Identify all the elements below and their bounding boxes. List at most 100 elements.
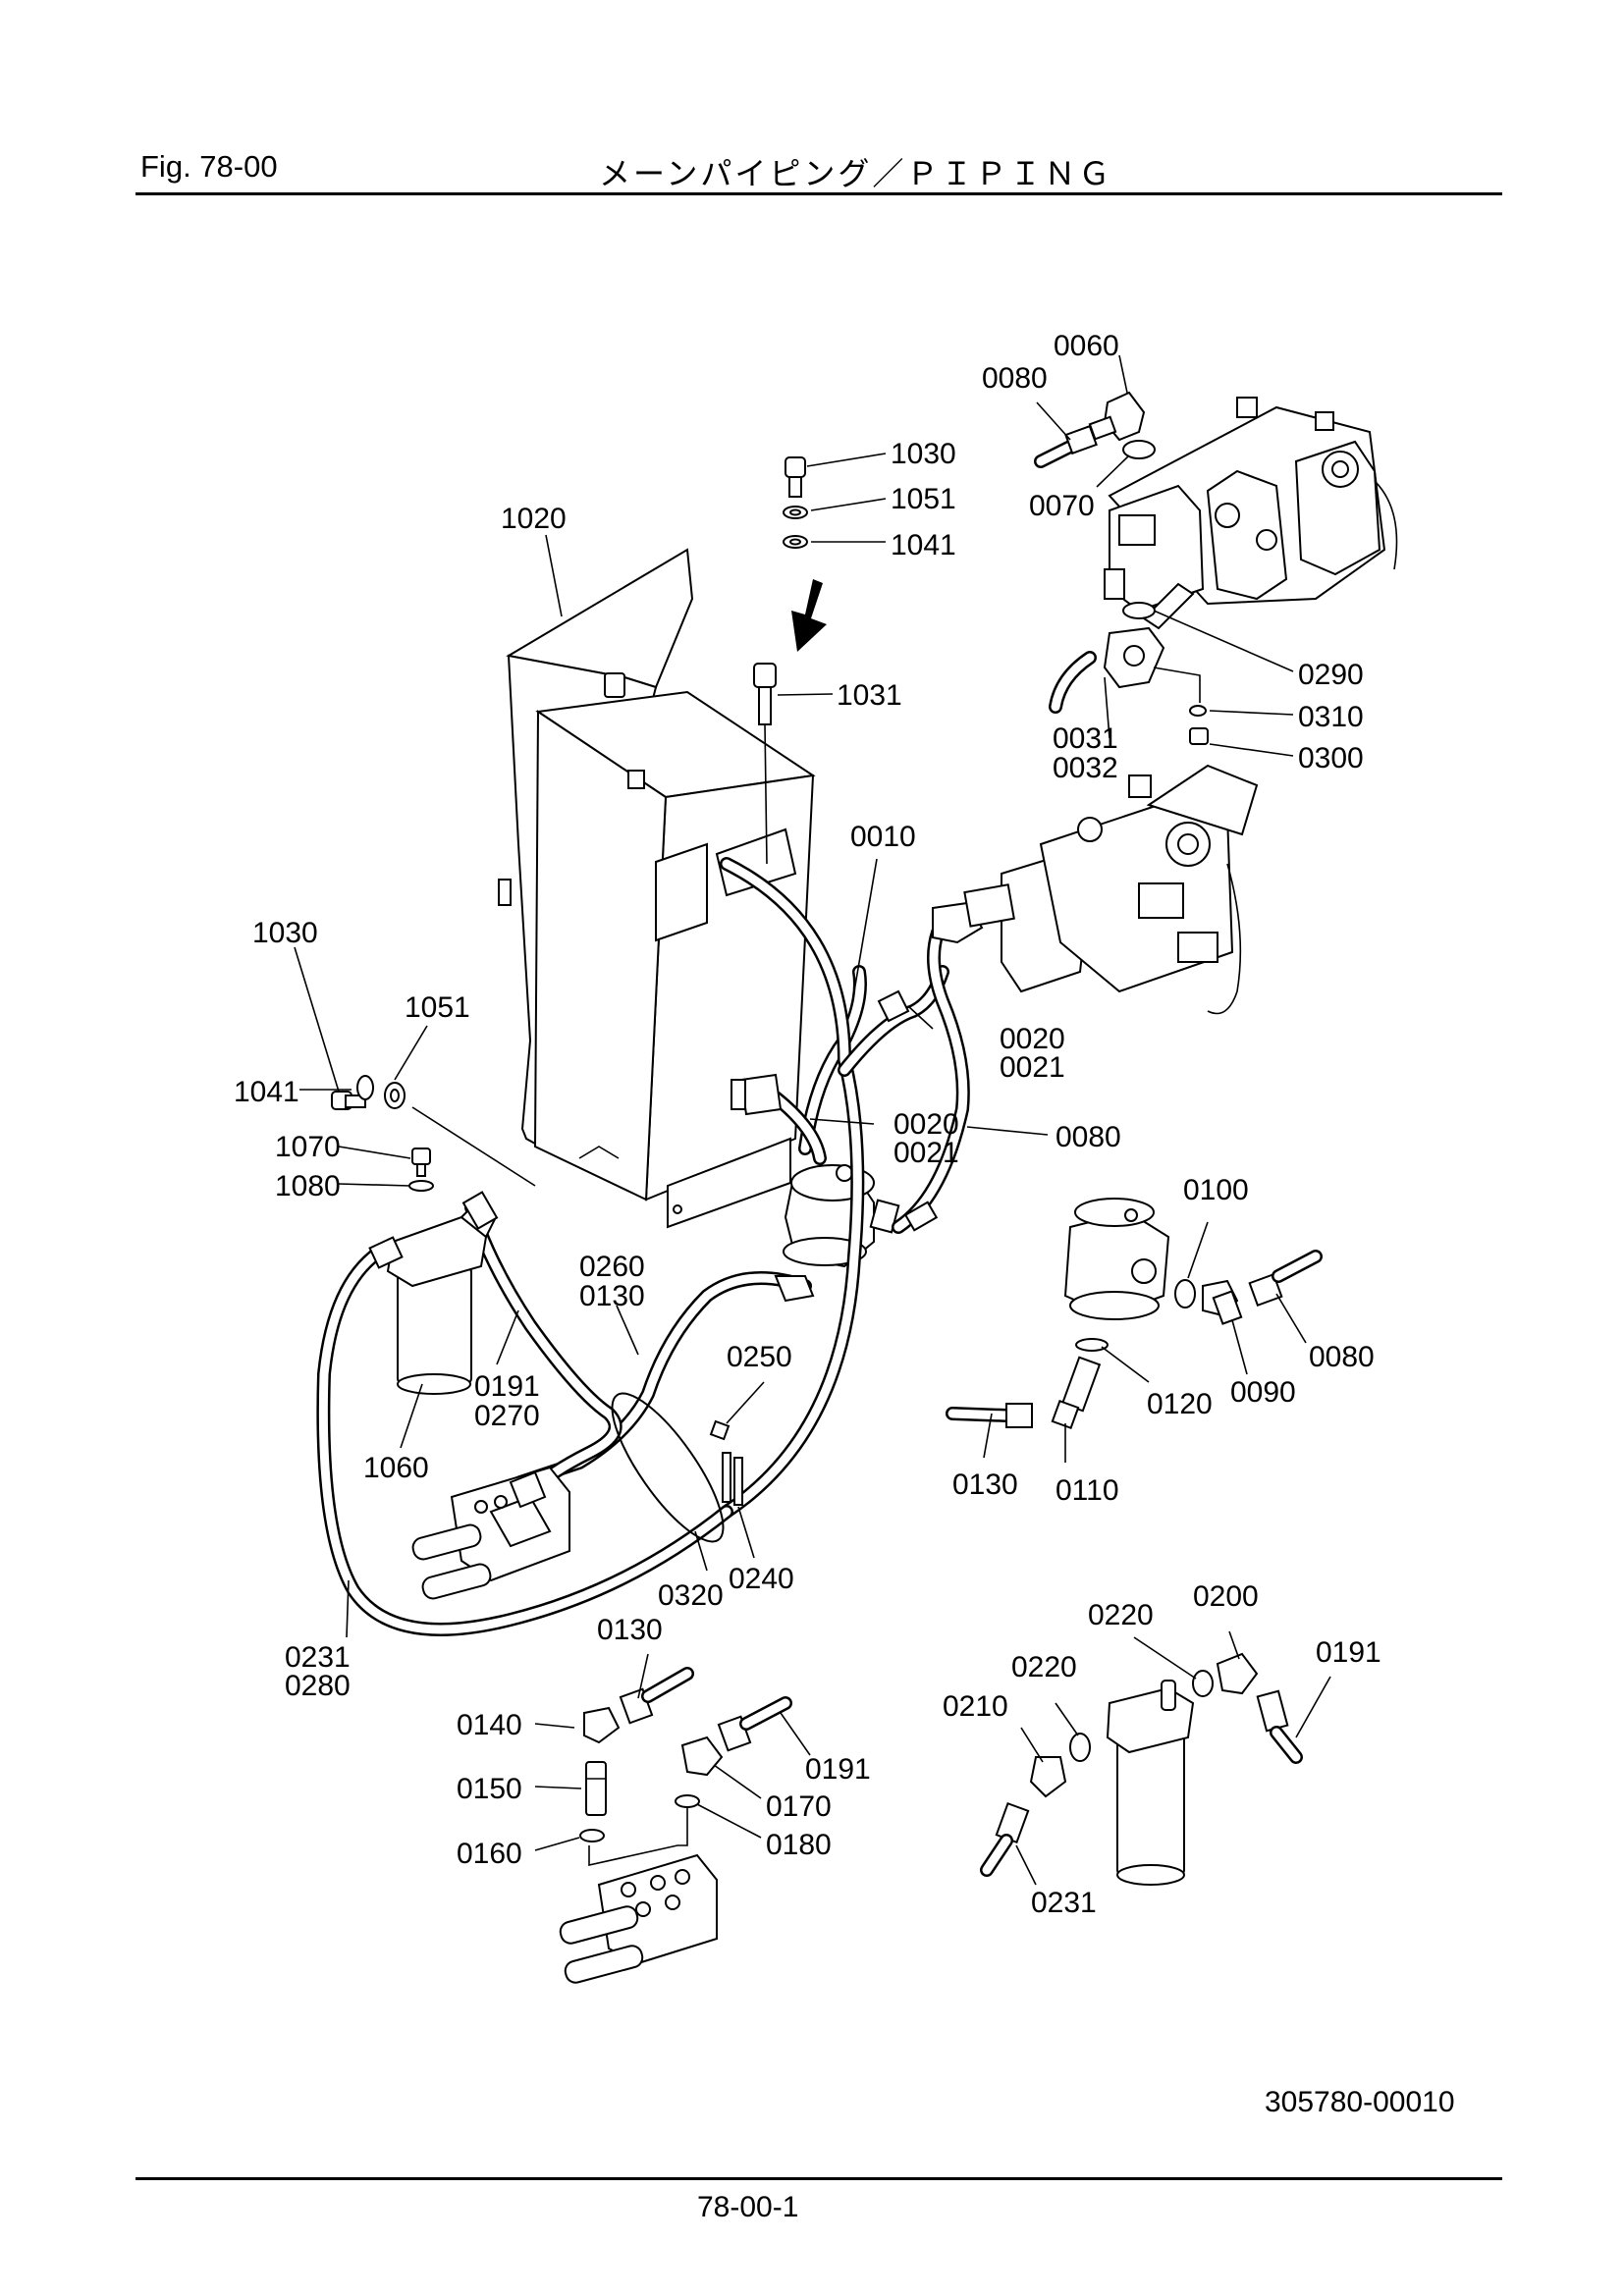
callout-1051: 1051 (891, 483, 956, 515)
callout-1080: 1080 (275, 1170, 341, 1202)
callout-0130: 0130 (597, 1614, 663, 1646)
callout-0180: 0180 (766, 1829, 832, 1861)
callout-1060: 1060 (363, 1452, 429, 1484)
callout-0100: 0100 (1183, 1174, 1249, 1206)
callout-1051: 1051 (405, 991, 470, 1024)
hydraulic-pump-upper (1104, 397, 1398, 630)
leader-lines (294, 354, 1331, 1886)
callout-0130: 0130 (579, 1280, 645, 1312)
hydraulic-tank (498, 672, 816, 1229)
callout-0231: 0231 (1031, 1887, 1097, 1919)
callout-0020: 0020 (893, 1108, 959, 1141)
callout-0310: 0310 (1298, 701, 1364, 733)
callout-0080: 0080 (1309, 1341, 1375, 1373)
arrow-down-icon (791, 579, 827, 652)
elbow-0210 (1029, 1756, 1067, 1798)
o-ring-0160 (579, 1829, 605, 1842)
callout-0220: 0220 (1088, 1599, 1154, 1631)
callout-0110: 0110 (1056, 1474, 1119, 1507)
callout-0031: 0031 (1053, 722, 1118, 755)
callout-0120: 0120 (1147, 1388, 1213, 1420)
callout-0270: 0270 (474, 1400, 540, 1432)
elbow-0170 (680, 1735, 724, 1777)
o-ring-0100 (1174, 1279, 1196, 1308)
elbow-0140 (583, 1706, 621, 1744)
callout-1020: 1020 (501, 503, 567, 535)
page-title: メーンパイピング／ＰＩＰＩＮＧ (599, 155, 1113, 192)
callout-0191: 0191 (1316, 1636, 1381, 1669)
callout-0231: 0231 (285, 1641, 351, 1674)
callout-0191: 0191 (805, 1753, 871, 1786)
hose-0130-lower (619, 1667, 694, 1725)
bolt-0300 (1153, 667, 1209, 745)
callout-0320: 0320 (658, 1579, 724, 1612)
callout-0021: 0021 (1000, 1051, 1065, 1084)
elbow-0200 (1216, 1652, 1259, 1695)
hose-0231-main (316, 1240, 733, 1636)
callout-1030: 1030 (891, 438, 956, 470)
callout-0200: 0200 (1193, 1580, 1259, 1613)
callout-0300: 0300 (1298, 742, 1364, 774)
callout-0021: 0021 (893, 1137, 959, 1169)
o-ring-0070 (1122, 440, 1156, 459)
callout-1070: 1070 (275, 1131, 341, 1163)
bolt-1031 (753, 663, 777, 865)
callout-0280: 0280 (285, 1670, 351, 1702)
elbow-0060 (1088, 391, 1146, 442)
hose-0020-lower (731, 1073, 827, 1165)
figure-number: Fig. 78-00 (140, 149, 278, 184)
callout-0080: 0080 (982, 362, 1048, 395)
callout-0260: 0260 (579, 1251, 645, 1283)
callout-0020: 0020 (1000, 1023, 1065, 1055)
hose-0130-detail (946, 1403, 1033, 1428)
callout-1030: 1030 (252, 917, 318, 949)
o-ring-0220-right (1192, 1670, 1214, 1697)
page-number: 78-00-1 (697, 2191, 799, 2223)
footer-rule (135, 2177, 1502, 2180)
callout-0130: 0130 (952, 1468, 1018, 1501)
hose-0191-lower (717, 1696, 792, 1752)
hose-0191-detail (1256, 1689, 1303, 1764)
callout-0191: 0191 (474, 1370, 540, 1403)
callout-0220: 0220 (1011, 1651, 1077, 1683)
callout-0240: 0240 (729, 1563, 794, 1595)
callout-1041: 1041 (891, 529, 956, 561)
callout-1031: 1031 (837, 679, 902, 712)
control-valve-main (411, 1466, 570, 1600)
hydraulic-pump-middle (1001, 764, 1259, 1015)
hose-0080-upper (1034, 424, 1098, 468)
callout-0010: 0010 (850, 821, 916, 853)
suction-elbow-0031 (1049, 602, 1165, 714)
callout-0290: 0290 (1298, 659, 1364, 691)
callout-0210: 0210 (943, 1690, 1008, 1723)
callout-labels: 0060 0080 1030 1051 1041 0070 1020 0290 … (234, 330, 1381, 1919)
detail-filter-head (1063, 1198, 1170, 1320)
callout-0032: 0032 (1053, 752, 1118, 784)
detail-line-filter (1106, 1680, 1195, 1886)
bracket-0240 (709, 1419, 743, 1506)
callout-0150: 0150 (457, 1773, 522, 1805)
callout-0060: 0060 (1054, 330, 1119, 362)
bolt-1070 (408, 1148, 434, 1192)
band-0320 (611, 1392, 725, 1543)
hose-0191-main (464, 1201, 623, 1499)
drawing-number: 305780-00010 (1265, 2086, 1455, 2118)
hose-0231-detail (980, 1801, 1030, 1877)
callout-0090: 0090 (1230, 1376, 1296, 1409)
callout-0080: 0080 (1056, 1121, 1121, 1153)
callout-0170: 0170 (766, 1790, 832, 1823)
callout-0070: 0070 (1029, 490, 1095, 522)
fitting-0110 (1051, 1356, 1102, 1430)
elbow-0090 (1202, 1279, 1243, 1325)
callout-1041: 1041 (234, 1076, 299, 1108)
line-filter-1060 (368, 1191, 499, 1395)
return-filter (783, 1164, 900, 1268)
bolt-1030-top (783, 456, 808, 549)
hose-0080-detail (1248, 1250, 1323, 1308)
header-rule (135, 192, 1502, 195)
o-ring-0120 (1075, 1338, 1109, 1352)
callout-0250: 0250 (727, 1341, 792, 1373)
adapter-0150 (585, 1761, 607, 1816)
callout-0140: 0140 (457, 1709, 522, 1741)
